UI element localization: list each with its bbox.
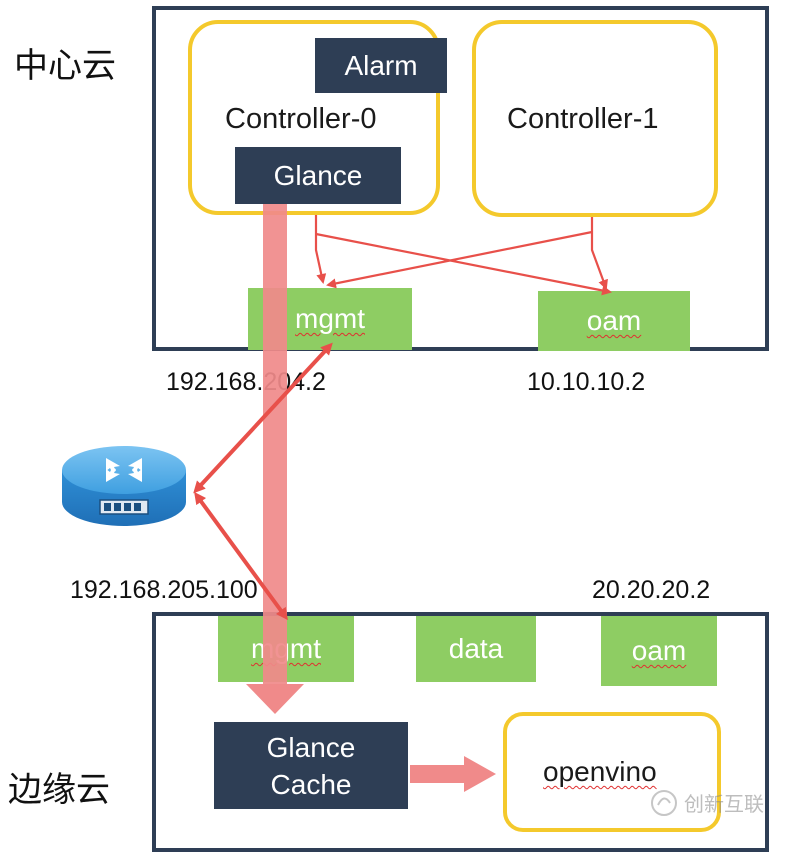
glance-cache-box: Glance Cache (214, 722, 408, 809)
glance-transfer-bar (263, 204, 287, 684)
watermark-text: 创新互联 (684, 792, 764, 816)
connectors (193, 204, 612, 792)
edge-oam-box: oam (601, 616, 717, 686)
ctrl0-to-mgmt-arrow (314, 215, 327, 284)
ctrl0-to-oam-arrow (315, 232, 612, 296)
edge-data-label: data (448, 633, 504, 664)
central-mgmt-label: mgmt (295, 303, 365, 334)
ctrl1-to-mgmt-arrow (326, 230, 593, 289)
controller-0-label: Controller-0 (225, 103, 377, 135)
router-central-mgmt-link (193, 342, 333, 494)
controller-1-label: Controller-1 (507, 103, 659, 135)
edge-oam-label: oam (631, 635, 687, 666)
controller-1-box (472, 20, 718, 217)
central-oam-label: oam (586, 305, 642, 336)
glance-transfer-arrowhead (246, 684, 304, 714)
glance-box: Glance (235, 147, 401, 204)
openvino-label: openvino (543, 756, 657, 787)
cache-to-openvino-bar (410, 765, 466, 783)
edge-oam-ip: 20.20.20.2 (592, 576, 711, 604)
watermark-logo-icon (651, 789, 677, 816)
edge-data-box: data (416, 616, 536, 682)
openvino-box (503, 712, 721, 832)
central-oam-ip: 10.10.10.2 (527, 368, 646, 396)
edge-cloud-title: 边缘云 (8, 770, 110, 810)
alarm-box: Alarm (315, 38, 447, 93)
central-cloud-title: 中心云 (14, 46, 116, 86)
cache-to-openvino-arrowhead (464, 756, 496, 792)
watermark: 创新互联 (650, 788, 764, 817)
router-edge-mgmt-link (194, 491, 288, 621)
glance-cache-line1: Glance (266, 731, 356, 763)
glance-cache-line2: Cache (270, 768, 352, 800)
ctrl1-to-oam-arrow (590, 217, 608, 290)
router-icon (62, 446, 186, 526)
central-oam-box: oam (538, 291, 690, 351)
